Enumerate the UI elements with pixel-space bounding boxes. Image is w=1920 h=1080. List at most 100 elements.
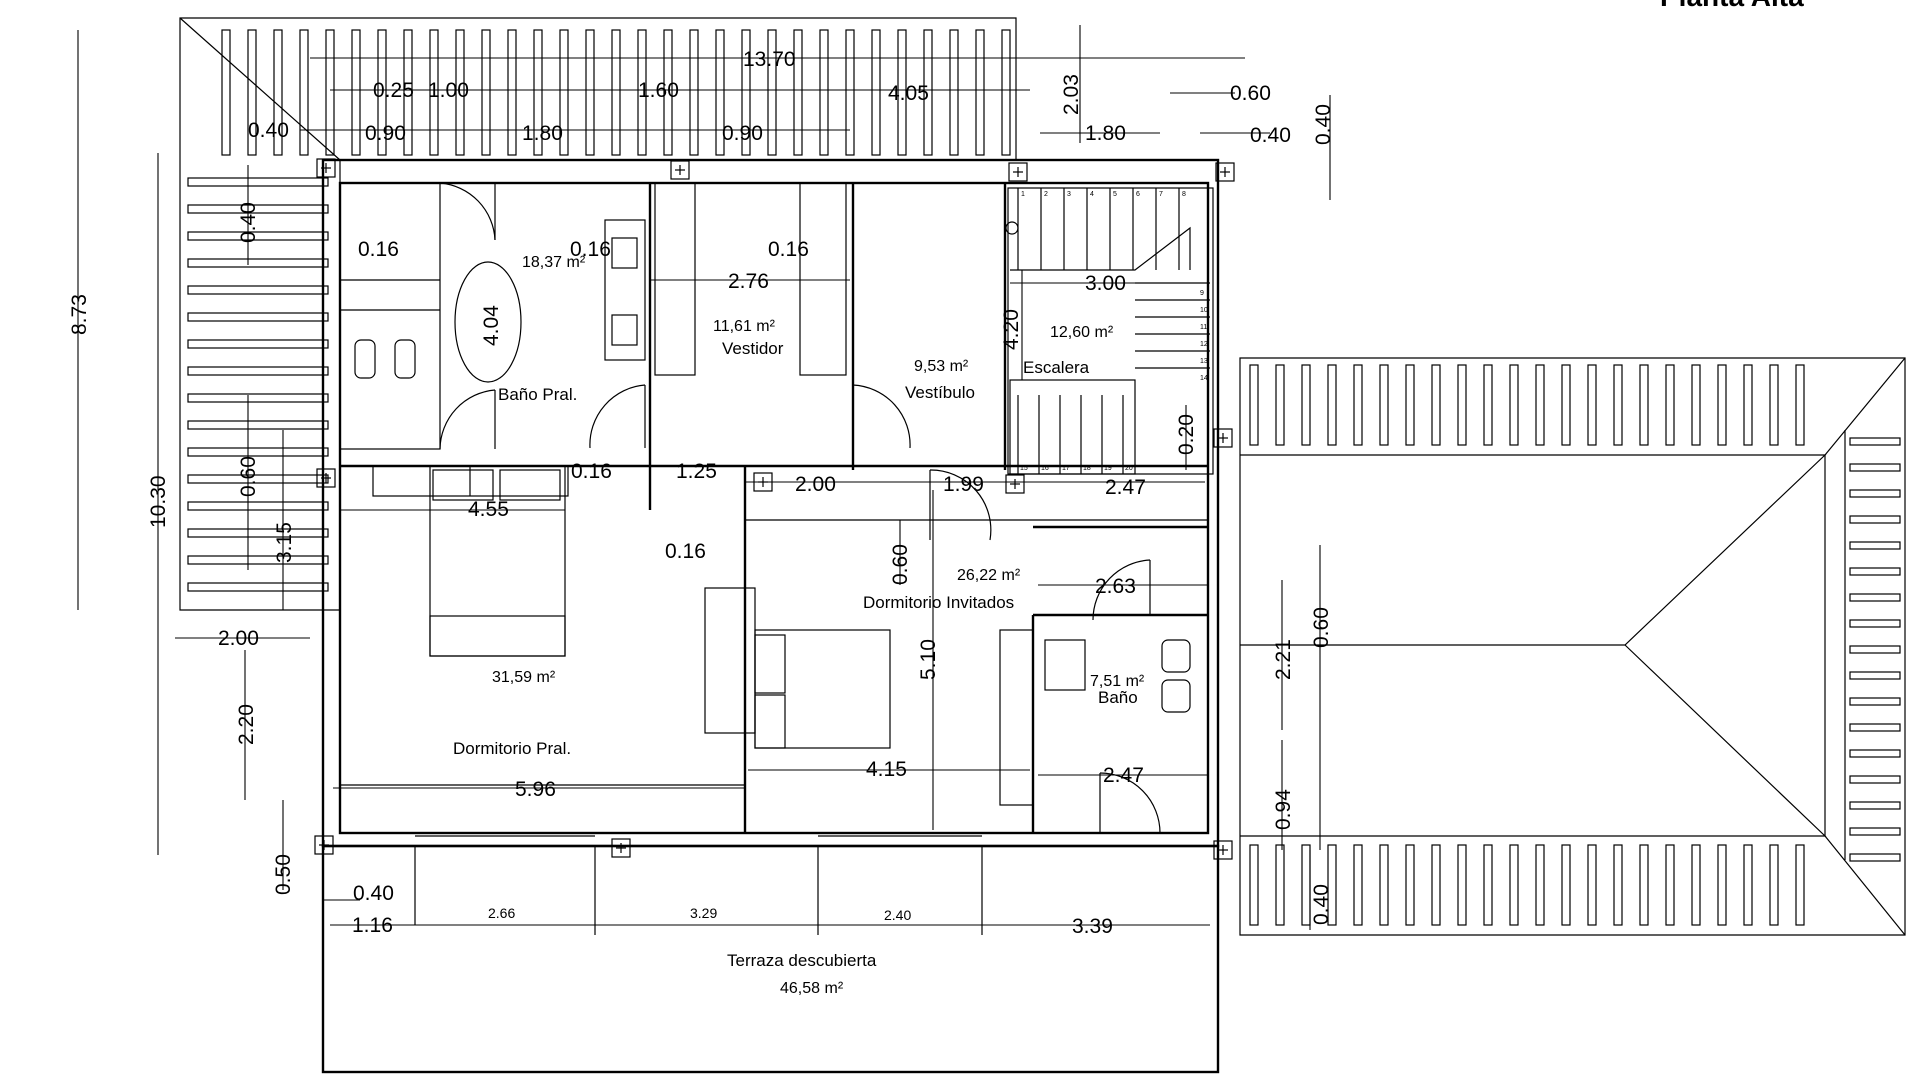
column-marker <box>1213 840 1233 860</box>
rafter <box>1431 844 1441 926</box>
rafter <box>1457 364 1467 446</box>
rafter <box>1613 364 1623 446</box>
rafter <box>187 528 329 538</box>
rafter <box>351 29 361 156</box>
stair-step-number: 20 <box>1125 465 1133 472</box>
dim-bano-c: 0.94 <box>1272 789 1295 830</box>
room-area-bano: 7,51 m² <box>1090 673 1145 690</box>
column-marker <box>1215 162 1235 182</box>
stair-step-number: 4 <box>1090 191 1094 198</box>
stair-step-number: 3 <box>1067 191 1071 198</box>
stair-step-number: 12 <box>1200 341 1208 348</box>
rafter <box>1849 723 1901 732</box>
rafter <box>1561 844 1571 926</box>
rafter <box>1587 844 1597 926</box>
rafter <box>299 29 309 156</box>
rafter <box>871 29 881 156</box>
dim-top-a: 0.25 <box>373 79 414 102</box>
rafter <box>1849 619 1901 628</box>
stair-step-number: 9 <box>1200 290 1204 297</box>
room-name-vestibulo: Vestíbulo <box>905 383 975 402</box>
stair-step-number: 14 <box>1200 375 1208 382</box>
dim-bath-b: 0.16 <box>570 238 611 261</box>
rafter <box>1769 844 1779 926</box>
dim-terr-e: 2.40 <box>884 907 911 923</box>
rafter <box>221 29 231 156</box>
dim-right-top-e: 0.40 <box>1312 104 1335 145</box>
dim-bano-d: 0.60 <box>1310 607 1333 648</box>
rafter <box>741 29 751 156</box>
dim-guest-b: 5.10 <box>917 639 940 680</box>
rafter <box>187 393 329 403</box>
rafter <box>187 420 329 430</box>
dim-bed-b: 0.16 <box>665 540 706 563</box>
dim-top-f: 0.90 <box>365 122 406 145</box>
column-marker <box>670 160 690 180</box>
rafter <box>1849 827 1901 836</box>
rafter <box>1743 364 1753 446</box>
room-name-dormitorio-invitados: Dormitorio Invitados <box>863 593 1014 612</box>
rafter <box>1405 364 1415 446</box>
rafter <box>663 29 673 156</box>
terrace <box>321 835 1220 1074</box>
dim-mid-c: 2.00 <box>795 473 836 496</box>
rafter <box>187 204 329 214</box>
rafter <box>1849 645 1901 654</box>
rafter <box>325 29 335 156</box>
rafter <box>1849 593 1901 602</box>
room-name-dormitorio-pral: Dormitorio Pral. <box>453 739 571 758</box>
roof-right <box>1239 357 1906 936</box>
rafter <box>1849 749 1901 758</box>
doors <box>439 182 1161 834</box>
rafter <box>1001 29 1011 156</box>
stair-step-number: 15 <box>1020 465 1028 472</box>
dim-left-e: 2.20 <box>235 704 258 745</box>
rafter <box>1717 364 1727 446</box>
rafter <box>1849 437 1901 446</box>
room-labels: 18,37 m² Baño Pral. 11,61 m² Vestidor 9,… <box>453 254 1145 997</box>
stair-step-number: 7 <box>1159 191 1163 198</box>
rafter <box>1849 567 1901 576</box>
rafter <box>845 29 855 156</box>
dim-left-c: 3.15 <box>273 522 296 563</box>
rafter <box>1275 364 1285 446</box>
stair-step-number: 5 <box>1113 191 1117 198</box>
rafter <box>1275 844 1285 926</box>
rafter <box>819 29 829 156</box>
rafter <box>1509 844 1519 926</box>
room-area-vestibulo: 9,53 m² <box>914 358 969 375</box>
rafter <box>1249 364 1259 446</box>
dim-mid-a: 0.16 <box>571 460 612 483</box>
rafter <box>1691 844 1701 926</box>
rafter <box>1849 489 1901 498</box>
dim-terr-d: 3.29 <box>690 905 717 921</box>
rafter <box>187 177 329 187</box>
dim-stair-c: 0.20 <box>1175 414 1198 455</box>
dim-mid-e: 2.47 <box>1105 476 1146 499</box>
rafter <box>1379 844 1389 926</box>
dim-terr-f: 3.39 <box>1072 915 1113 938</box>
rafter <box>975 29 985 156</box>
rafter <box>1327 364 1337 446</box>
rafter <box>187 555 329 565</box>
room-area-terraza: 46,58 m² <box>780 980 844 997</box>
dim-mid-d: 1.99 <box>943 473 984 496</box>
rafter <box>1769 364 1779 446</box>
stair-step-number: 11 <box>1200 324 1207 331</box>
rafter <box>273 29 283 156</box>
rafter <box>949 29 959 156</box>
dim-right-top-c: 1.80 <box>1085 122 1126 145</box>
rafter <box>1795 364 1805 446</box>
stair-step-number: 19 <box>1104 465 1112 472</box>
rafter <box>897 29 907 156</box>
dim-left-b: 0.60 <box>237 456 260 497</box>
bath-fixtures <box>354 237 1191 713</box>
dim-terr-g: 0.40 <box>1310 884 1333 925</box>
rafter <box>1535 364 1545 446</box>
rafter <box>1665 844 1675 926</box>
rafter <box>1743 844 1753 926</box>
stair-step-number: 2 <box>1044 191 1048 198</box>
room-area-vestidor: 11,61 m² <box>713 318 776 335</box>
rafter <box>1849 463 1901 472</box>
